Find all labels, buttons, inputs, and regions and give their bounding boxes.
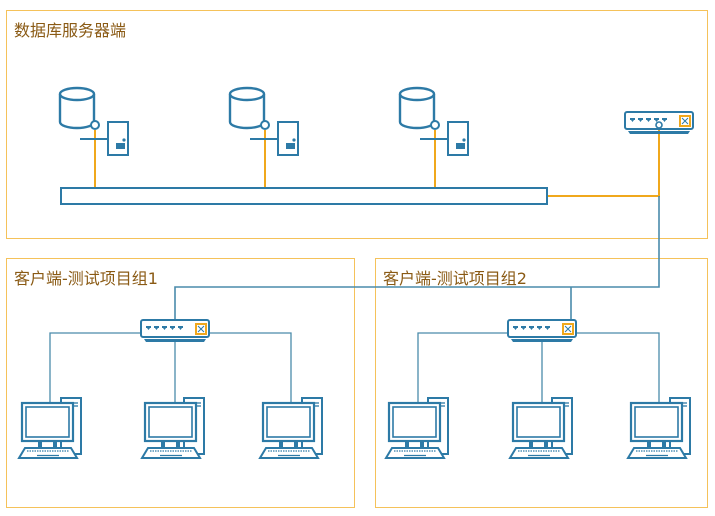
group-database-servers: 数据库服务器端	[6, 10, 708, 239]
client-pc-1-1[interactable]	[17, 396, 83, 460]
core-switch-port	[655, 121, 663, 129]
group2-switch[interactable]	[507, 319, 577, 343]
group-client-1: 客户端-测试项目组1	[6, 258, 355, 508]
group-title-client-2: 客户端-测试项目组2	[383, 269, 527, 288]
client-pc-1-2[interactable]	[140, 396, 206, 460]
uplink-lines	[174, 196, 660, 322]
client-links-group-2	[417, 332, 660, 405]
group1-switch[interactable]	[140, 319, 210, 343]
group-title-client-1: 客户端-测试项目组1	[14, 269, 158, 288]
client-links-group-1	[49, 332, 292, 405]
client-pc-2-1[interactable]	[384, 396, 450, 460]
server-links	[94, 128, 660, 197]
group-client-2: 客户端-测试项目组2	[375, 258, 708, 508]
client-pc-1-3[interactable]	[258, 396, 324, 460]
client-pc-2-2[interactable]	[508, 396, 574, 460]
server-bus[interactable]	[60, 187, 548, 205]
group-title-database-servers: 数据库服务器端	[14, 21, 127, 40]
client-pc-2-3[interactable]	[626, 396, 692, 460]
